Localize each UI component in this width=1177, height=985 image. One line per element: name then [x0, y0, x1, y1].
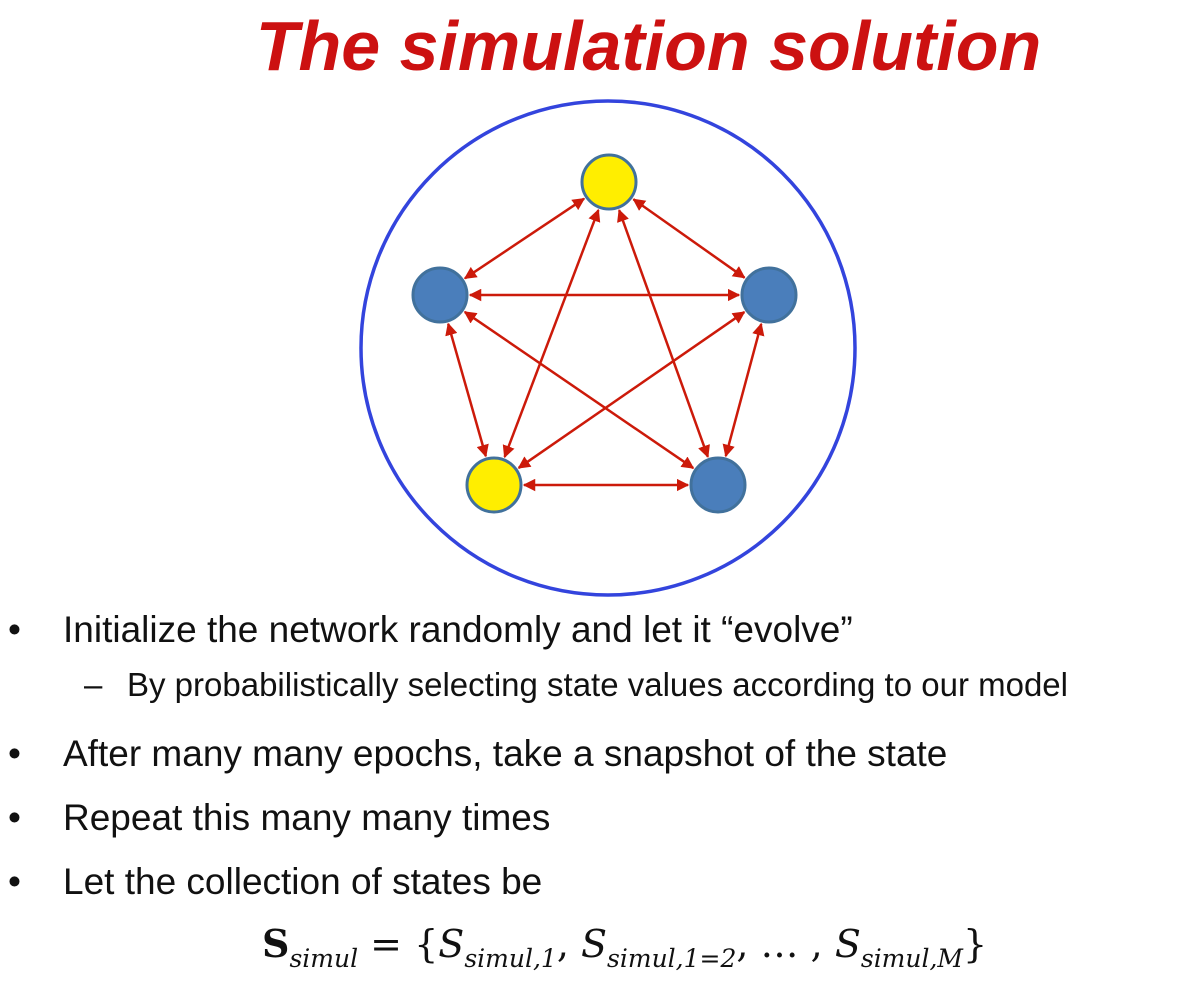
- formula-term-subscript: simul,1: [464, 944, 557, 973]
- formula-term-symbol: S: [580, 922, 608, 966]
- network-diagram: [359, 99, 857, 597]
- formula-ellipsis: …: [760, 922, 811, 966]
- edge-top-right: [632, 198, 746, 279]
- node-right: [740, 266, 798, 324]
- node-bottom-left: [465, 456, 523, 514]
- sub-bullet-marker: –: [84, 666, 103, 703]
- edge-right-bottom-left: [517, 311, 746, 469]
- slide-title: The simulation solution: [255, 7, 1042, 85]
- formula-last-symbol: S: [834, 922, 861, 966]
- edge-top-left: [463, 197, 586, 280]
- edge-top-bottom-right: [617, 209, 710, 458]
- formula-separator: ,: [556, 922, 581, 966]
- node-bottom-right: [689, 456, 747, 514]
- bullet-text: Initialize the network randomly and let …: [63, 609, 853, 650]
- edge-top-bottom-left: [502, 208, 601, 459]
- formula-close: }: [963, 922, 988, 966]
- edge-left-bottom-left: [445, 322, 489, 458]
- formula-separator: ,: [810, 922, 835, 966]
- nodes-layer: [411, 153, 798, 514]
- edge-left-bottom-right: [463, 310, 695, 470]
- formula-term-symbol: S: [438, 922, 465, 966]
- sub-bullet-text: By probabilistically selecting state val…: [127, 666, 1068, 703]
- formula-equals: = {: [358, 922, 439, 966]
- bullet-marker: •: [8, 861, 21, 902]
- states-formula: Ssimul = {Ssimul,1, Ssimul,1=2, … , Ssim…: [262, 918, 987, 985]
- edge-right-bottom-right: [722, 322, 765, 458]
- node-left: [411, 266, 469, 324]
- node-top: [580, 153, 638, 211]
- edges-layer: [445, 197, 765, 492]
- bullet-marker: •: [8, 797, 21, 838]
- formula-last-subscript: simul,M: [860, 944, 964, 973]
- formula-term-subscript: simul,1=2: [607, 944, 737, 973]
- formula-lhs-subscript: simul: [289, 944, 359, 973]
- formula-lhs-symbol: S: [262, 921, 290, 966]
- network-boundary-circle: [359, 99, 857, 597]
- bullet-text: Repeat this many many times: [63, 797, 551, 838]
- bullet-marker: •: [8, 609, 21, 650]
- bullet-text: Let the collection of states be: [63, 861, 543, 902]
- bullet-text: After many many epochs, take a snapshot …: [63, 733, 948, 774]
- bullet-marker: •: [8, 733, 21, 774]
- formula-separator: ,: [736, 922, 761, 966]
